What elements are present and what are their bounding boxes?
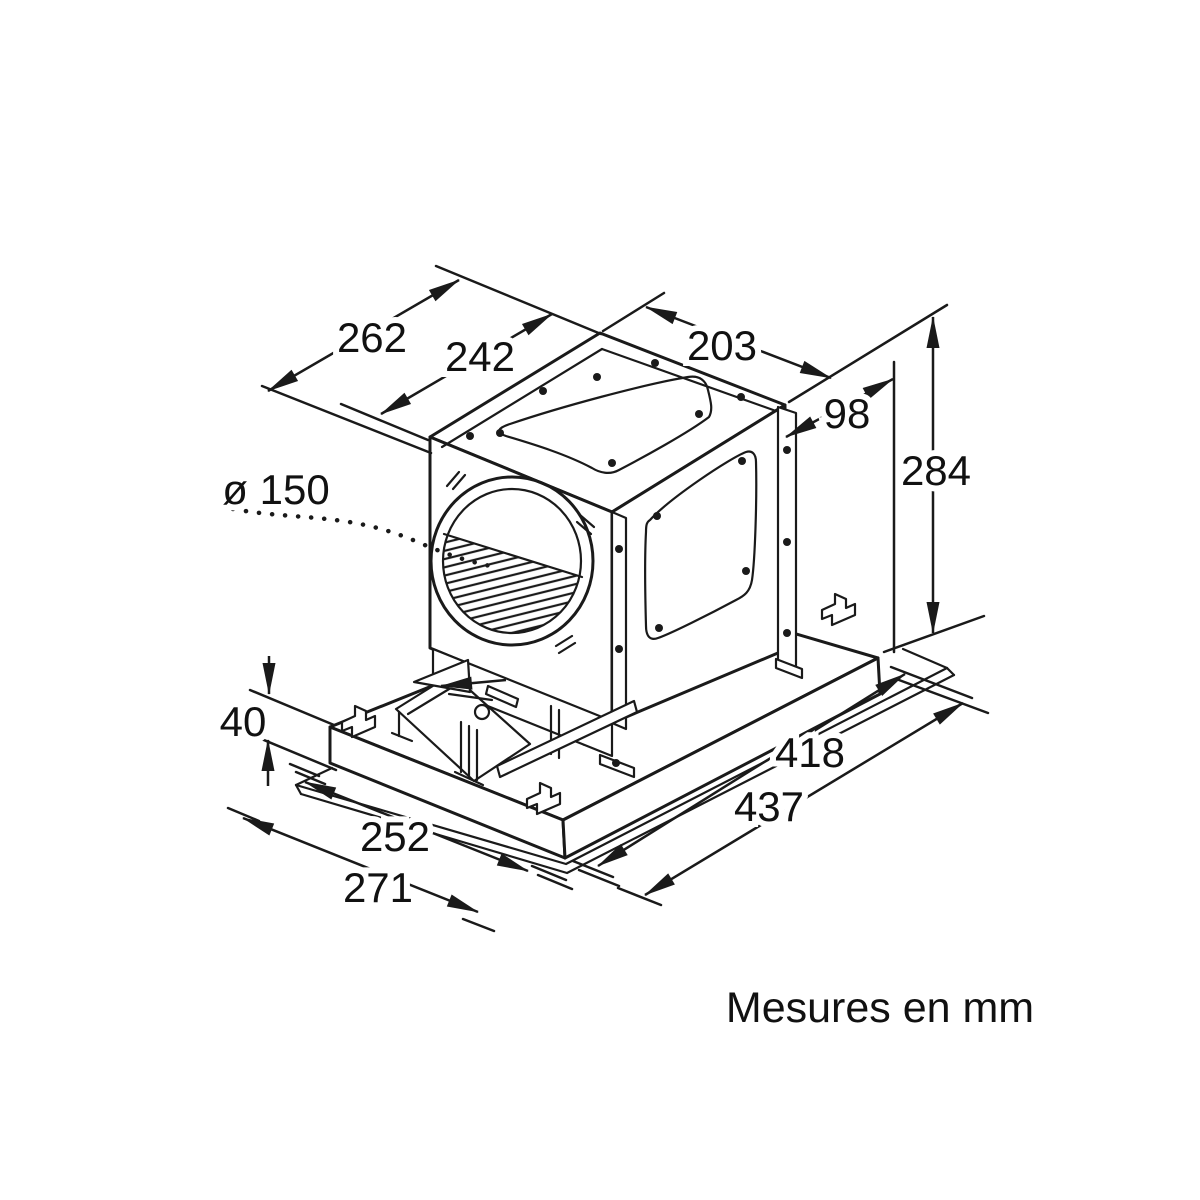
dim-label-271: 271 xyxy=(343,864,413,911)
dimension-labels: 262 242 203 98 284 ø 150 40 418 437 252 … xyxy=(214,308,977,917)
units-caption: Mesures en mm xyxy=(726,984,1034,1032)
dim-label-262: 262 xyxy=(337,314,407,361)
dimension-lines xyxy=(230,278,964,914)
dim-line-203 xyxy=(645,305,832,380)
duct-opening xyxy=(429,470,596,655)
fan-box xyxy=(428,331,804,779)
dim-label-418: 418 xyxy=(775,729,845,776)
dim-label-40: 40 xyxy=(220,698,267,745)
dim-line-262 xyxy=(267,278,460,393)
dim-label-252: 252 xyxy=(360,813,430,860)
dim-label-284: 284 xyxy=(901,447,971,494)
dim-label-437: 437 xyxy=(734,783,804,830)
top-panel-cutout xyxy=(498,375,713,474)
extension-lines xyxy=(226,264,990,933)
dim-label-203: 203 xyxy=(687,322,757,369)
dim-line-271 xyxy=(242,816,479,914)
dim-label-diameter-150: ø 150 xyxy=(222,466,329,513)
dim-line-242 xyxy=(380,312,553,416)
dim-label-242: 242 xyxy=(445,333,515,380)
dim-line-437 xyxy=(644,701,964,897)
airflow-arrow xyxy=(440,676,507,690)
dim-label-98: 98 xyxy=(824,390,871,437)
dim-line-98 xyxy=(785,377,894,439)
side-panel xyxy=(644,450,758,640)
